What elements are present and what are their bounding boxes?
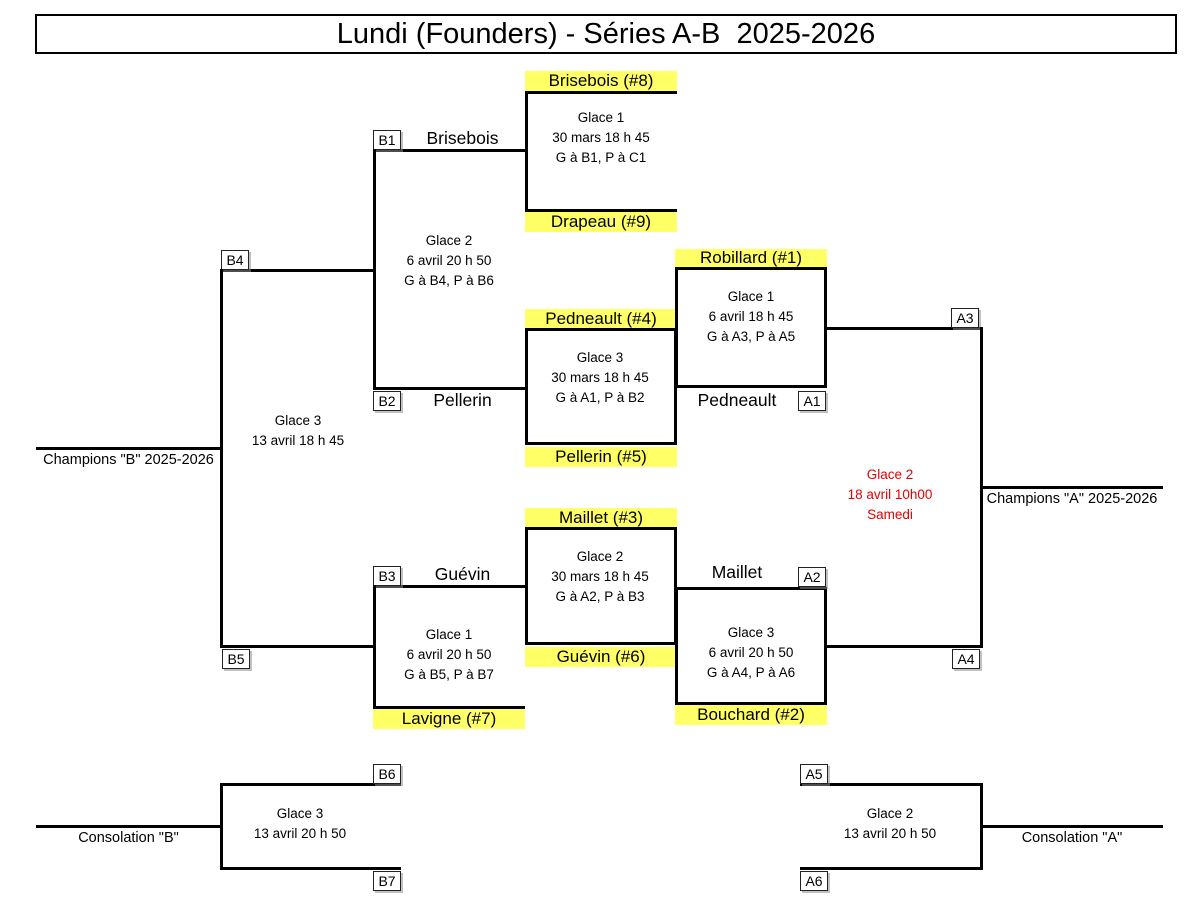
seed-bar-drapeau: Drapeau (#9) [525, 212, 677, 232]
slot-label-a1: A1 [798, 391, 826, 411]
bracket-line-consolation-a-out [980, 825, 1163, 828]
slot-label-b1: B1 [373, 130, 401, 150]
result-text: G à B1, P à C1 [555, 150, 647, 165]
match-info-final-b: Glace 3 13 avril 18 h 45 [220, 411, 376, 451]
match-info-quarter-a-bottom: Glace 2 30 mars 18 h 45 G à A2, P à B3 [525, 547, 675, 607]
venue-text: Glace 2 [866, 806, 914, 821]
consolation-a-label: Consolation "A" [1021, 830, 1123, 846]
result-text: G à A1, P à B2 [555, 390, 645, 405]
venue-text: Glace 1 [425, 627, 473, 642]
bracket-line-consolation-b-top [220, 783, 401, 786]
match-info-semi-a-top: Glace 1 6 avril 18 h 45 G à A3, P à A5 [675, 287, 827, 347]
seed-bar-lavigne: Lavigne (#7) [373, 709, 525, 729]
advancer-b3: Guévin [434, 564, 491, 584]
result-text: G à A2, P à B3 [555, 589, 645, 604]
venue-text: Glace 3 [727, 625, 775, 640]
datetime-text: 30 mars 18 h 45 [551, 370, 649, 385]
bracket-line-champions-a [980, 486, 1163, 489]
slot-label-a5: A5 [800, 764, 828, 784]
advancer-b1: Brisebois [426, 128, 499, 148]
seed-bar-bouchard: Bouchard (#2) [675, 705, 827, 725]
seed-bar-robillard: Robillard (#1) [675, 248, 827, 267]
result-text: G à B4, P à B6 [404, 273, 494, 288]
slot-label-b4: B4 [221, 250, 249, 270]
bracket-line-consolation-b-out [36, 825, 223, 828]
bracket-line-playin-left [525, 91, 528, 212]
seed-bar-maillet: Maillet (#3) [525, 508, 677, 527]
result-text: G à A4, P à A6 [706, 665, 796, 680]
venue-text: Glace 3 [276, 806, 324, 821]
bracket-line-playin-bottom [525, 209, 677, 212]
bracket-line-consolation-b-bottom [220, 867, 401, 870]
note-text: Samedi [867, 507, 913, 522]
match-info-playin-b: Glace 1 30 mars 18 h 45 G à B1, P à C1 [525, 108, 677, 168]
match-box-maillet-guevin [525, 527, 677, 645]
bracket-line-b4-b5-connector [220, 269, 223, 648]
venue-text: Glace 3 [576, 350, 624, 365]
bracket-line-b4 [220, 269, 376, 272]
match-info-b3-vs-lavigne: Glace 1 6 avril 20 h 50 G à B5, P à B7 [373, 625, 525, 685]
slot-label-b3: B3 [373, 566, 401, 586]
datetime-text: 6 avril 20 h 50 [406, 253, 492, 268]
champions-a-label: Champions "A" 2025-2026 [986, 491, 1158, 507]
bracket-line-lavigne-top [373, 706, 525, 709]
match-box-bouchard [675, 587, 827, 705]
bracket-line-b5 [220, 645, 376, 648]
match-info-consolation-b: Glace 3 13 avril 20 h 50 [220, 804, 380, 844]
datetime-text: 13 avril 20 h 50 [253, 826, 347, 841]
bracket-line-consolation-a-bottom [800, 867, 983, 870]
match-info-final-a: Glace 2 18 avril 10h00 Samedi [810, 465, 970, 525]
advancer-b2: Pellerin [433, 390, 492, 410]
bracket-line-playin-top [525, 91, 677, 94]
slot-label-b6: B6 [373, 764, 401, 784]
datetime-text: 6 avril 20 h 50 [406, 647, 492, 662]
bracket-line-consolation-a-top [800, 783, 983, 786]
datetime-text: 30 mars 18 h 45 [552, 130, 650, 145]
result-text: G à B5, P à B7 [404, 667, 494, 682]
bracket-line-a3 [827, 327, 983, 330]
page-title: Lundi (Founders) - Séries A-B 2025-2026 [35, 14, 1177, 54]
match-info-b1-vs-b2: Glace 2 6 avril 20 h 50 G à B4, P à B6 [373, 231, 525, 291]
slot-label-a4: A4 [952, 649, 980, 669]
advancer-a2: Maillet [711, 562, 763, 582]
advancer-a1: Pedneault [697, 390, 777, 410]
consolation-b-label: Consolation "B" [78, 830, 179, 846]
result-text: G à A3, P à A5 [706, 329, 796, 344]
slot-label-b5: B5 [222, 649, 250, 669]
slot-label-a2: A2 [798, 567, 826, 587]
bracket-line-champions-b [36, 447, 223, 450]
seed-bar-brisebois: Brisebois (#8) [525, 71, 677, 91]
datetime-text: 6 avril 18 h 45 [708, 309, 794, 324]
champions-b-label: Champions "B" 2025-2026 [43, 452, 214, 468]
venue-text: Glace 2 [576, 549, 624, 564]
venue-text: Glace 2 [425, 233, 473, 248]
seed-bar-pedneault: Pedneault (#4) [525, 309, 677, 328]
bracket-line-b3 [373, 585, 525, 588]
bracket-line-a4 [827, 645, 983, 648]
bracket-line-b2 [373, 387, 525, 390]
match-info-semi-a-bottom: Glace 3 6 avril 20 h 50 G à A4, P à A6 [675, 623, 827, 683]
datetime-text: 6 avril 20 h 50 [708, 645, 794, 660]
slot-label-a3: A3 [951, 308, 979, 328]
match-box-robillard [675, 267, 827, 388]
slot-label-a6: A6 [800, 871, 828, 891]
venue-text: Glace 2 [866, 467, 914, 482]
match-info-consolation-a: Glace 2 13 avril 20 h 50 [810, 804, 970, 844]
venue-text: Glace 3 [274, 413, 322, 428]
match-info-quarter-a-top: Glace 3 30 mars 18 h 45 G à A1, P à B2 [525, 348, 675, 408]
seed-bar-pellerin: Pellerin (#5) [525, 447, 677, 467]
datetime-text: 30 mars 18 h 45 [551, 569, 649, 584]
seed-bar-guevin: Guévin (#6) [525, 647, 677, 667]
datetime-text: 18 avril 10h00 [847, 487, 933, 502]
slot-label-b2: B2 [373, 391, 401, 411]
datetime-text: 13 avril 18 h 45 [251, 433, 345, 448]
slot-label-b7: B7 [373, 871, 401, 891]
venue-text: Glace 1 [727, 289, 775, 304]
venue-text: Glace 1 [577, 110, 625, 125]
datetime-text: 13 avril 20 h 50 [843, 826, 937, 841]
bracket-line-b1 [373, 149, 525, 152]
